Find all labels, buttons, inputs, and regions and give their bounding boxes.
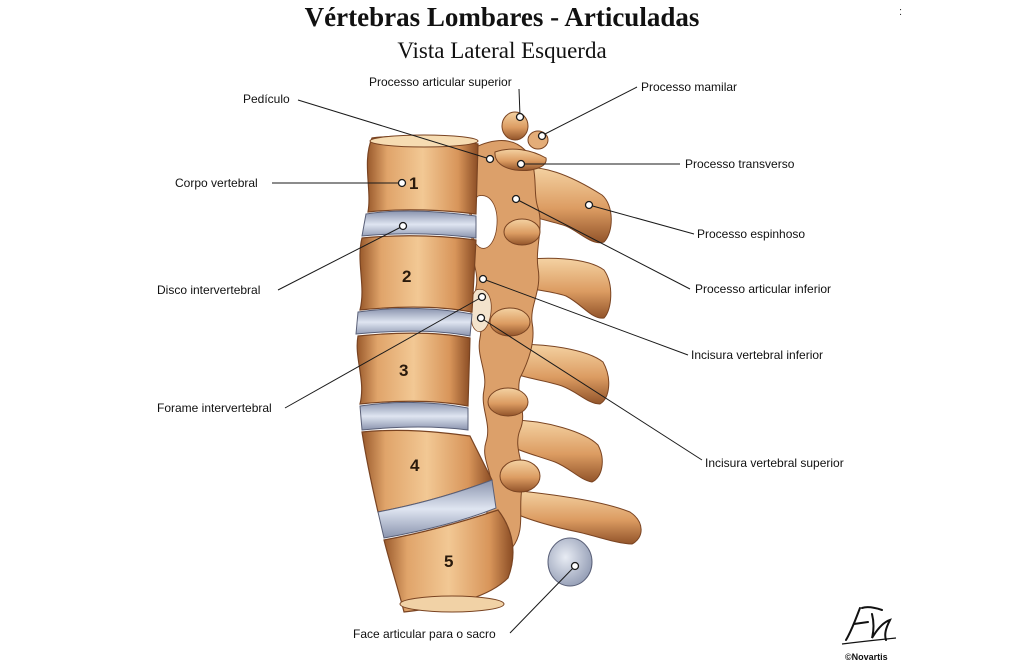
vertebral-endplate-l1 bbox=[369, 134, 479, 148]
label-face-articular-sacro: Face articular para o sacro bbox=[353, 627, 496, 641]
leader-line-processo-mamilar bbox=[542, 86, 638, 136]
leader-line-pediculo bbox=[297, 99, 491, 160]
spinous-process-l5 bbox=[511, 489, 642, 545]
vertebral-column bbox=[355, 134, 514, 613]
marker-incisura-vertebral-superior bbox=[476, 313, 486, 323]
articular-knob-l2 bbox=[489, 307, 531, 337]
disc-l1-l2 bbox=[361, 210, 477, 239]
label-processo-articular-inferior: Processo articular inferior bbox=[695, 282, 832, 296]
marker-processo-mamilar bbox=[537, 131, 547, 141]
label-processo-articular-superior: Processo articular superior bbox=[369, 75, 512, 89]
artist-signature bbox=[841, 606, 897, 645]
leader-line-processo-articular-inferior bbox=[515, 198, 691, 290]
disc-l3-l4 bbox=[359, 401, 469, 431]
marker-disco-intervertebral bbox=[398, 221, 408, 231]
leader-line-incisura-vertebral-superior bbox=[480, 317, 703, 461]
leader-line-processo-articular-superior bbox=[518, 88, 521, 117]
label-forame-intervertebral: Forame intervertebral bbox=[157, 401, 272, 415]
vertebra-number-3: 3 bbox=[399, 361, 408, 380]
disc-l2-l3 bbox=[355, 307, 473, 337]
subtitle: Vista Lateral Esquerda bbox=[397, 38, 607, 63]
leader-line-processo-espinhoso bbox=[588, 204, 695, 235]
pointer-markers bbox=[397, 112, 594, 571]
posterior-elements bbox=[466, 111, 642, 587]
superior-articular-process bbox=[501, 111, 529, 141]
transverse-process-l1 bbox=[494, 148, 547, 171]
marker-face-articular-sacro bbox=[570, 561, 580, 571]
vertebra-number-5: 5 bbox=[444, 552, 453, 571]
articular-knob-l4 bbox=[499, 459, 541, 493]
vertebral-body-l5 bbox=[383, 509, 514, 613]
vertebral-body-l2 bbox=[359, 235, 477, 313]
copyright-notice: ©Novartis bbox=[845, 652, 888, 662]
label-processo-mamilar: Processo mamilar bbox=[641, 80, 738, 94]
label-incisura-vertebral-inferior: Incisura vertebral inferior bbox=[691, 348, 824, 362]
leader-lines bbox=[272, 86, 703, 634]
spinous-process-l3 bbox=[504, 343, 610, 405]
vertebral-body-l3 bbox=[356, 332, 471, 407]
label-corpo-vertebral: Corpo vertebral bbox=[175, 176, 258, 190]
main-title: Vértebras Lombares - Articuladas bbox=[304, 2, 700, 32]
sacral-articular-facet bbox=[547, 537, 593, 587]
marker-forame-intervertebral bbox=[477, 292, 487, 302]
vertebral-body-l1 bbox=[366, 135, 479, 215]
vertebral-endplate-l5 bbox=[399, 595, 505, 613]
vertebra-number-1: 1 bbox=[409, 174, 418, 193]
marker-processo-transverso bbox=[516, 159, 526, 169]
label-processo-transverso: Processo transverso bbox=[685, 157, 795, 171]
leader-line-incisura-vertebral-inferior bbox=[482, 278, 689, 356]
label-pediculo: Pedículo bbox=[243, 92, 290, 106]
marker-processo-articular-inferior bbox=[511, 194, 521, 204]
spinous-process-l4 bbox=[509, 419, 603, 483]
label-processo-espinhoso: Processo espinhoso bbox=[697, 227, 806, 241]
marker-processo-espinhoso bbox=[584, 200, 594, 210]
vertebra-number-2: 2 bbox=[402, 267, 411, 286]
leader-line-disco-intervertebral bbox=[277, 225, 404, 291]
intervertebral-foramen-l1 bbox=[470, 195, 498, 249]
label-incisura-vertebral-superior: Incisura vertebral superior bbox=[705, 456, 844, 470]
leader-line-forame-intervertebral bbox=[284, 296, 483, 409]
marker-incisura-vertebral-inferior bbox=[478, 274, 488, 284]
articular-knob-l3 bbox=[487, 387, 529, 417]
marker-processo-articular-superior bbox=[515, 112, 525, 122]
label-disco-intervertebral: Disco intervertebral bbox=[157, 283, 261, 297]
disc-l4-l5 bbox=[377, 479, 497, 539]
leader-line-face-articular-sacro bbox=[509, 565, 576, 634]
marker-pediculo bbox=[485, 154, 495, 164]
marker-corpo-vertebral bbox=[397, 178, 407, 188]
vertebra-number-4: 4 bbox=[410, 456, 420, 475]
corner-mark: : bbox=[899, 6, 903, 18]
articular-knob-l1 bbox=[503, 218, 541, 246]
